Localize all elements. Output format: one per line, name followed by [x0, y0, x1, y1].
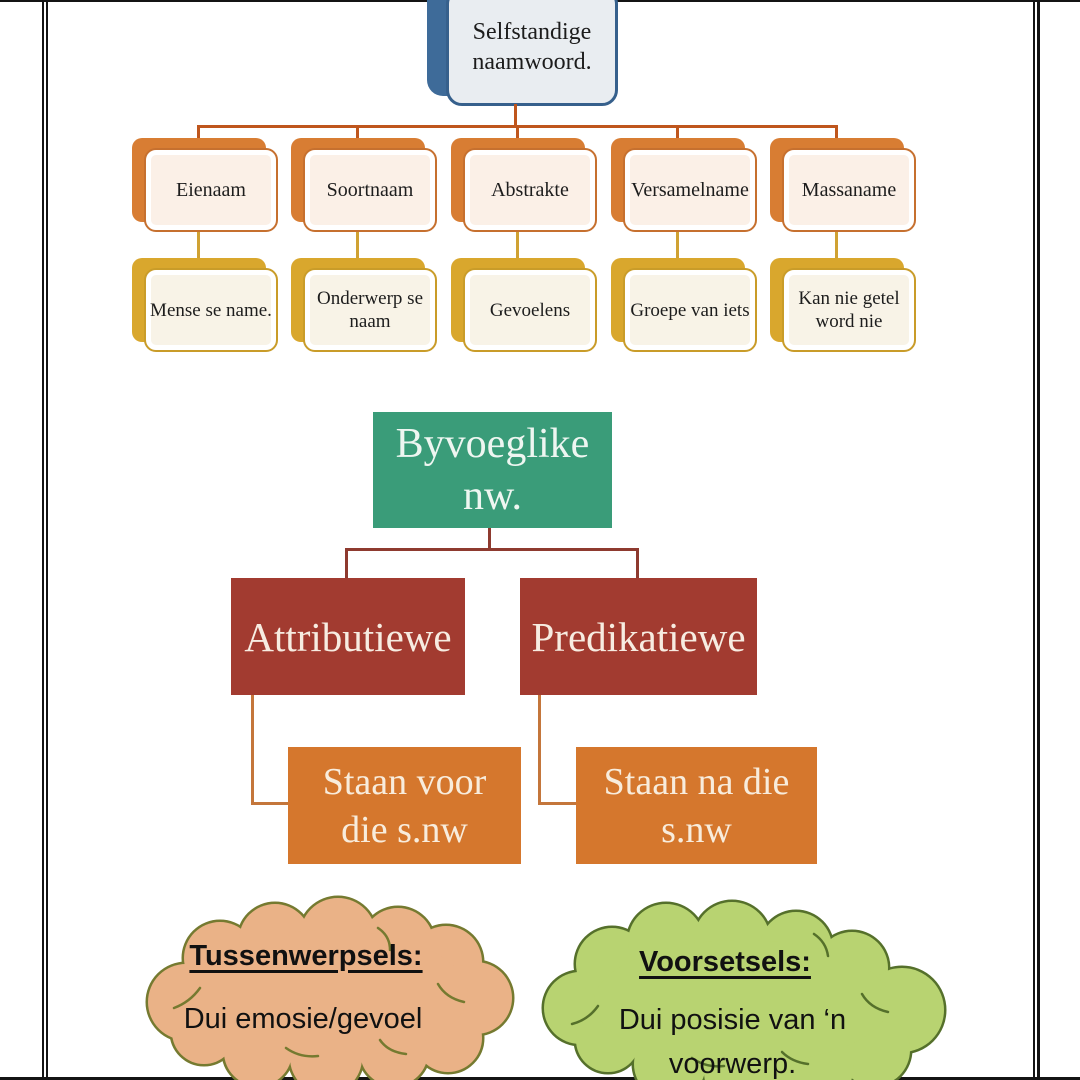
- category-card: Abstrakte: [451, 138, 599, 234]
- connector-adj-drop: [345, 550, 348, 578]
- connector-drop: [676, 127, 679, 140]
- description-card: Gevoelens: [451, 258, 599, 354]
- connector-drop: [516, 127, 519, 140]
- connector-adj-horizontal: [345, 548, 639, 551]
- cloud-left-creases: [172, 926, 466, 1058]
- connector-elbow-vertical: [538, 695, 541, 805]
- connector-gold-drop: [835, 232, 838, 258]
- detail-box-predikatiewe: Staan na die s.nw: [576, 747, 817, 864]
- card-label: Mense se name.: [144, 268, 278, 352]
- connector-elbow-horizontal: [251, 802, 290, 805]
- category-card: Massaname: [770, 138, 918, 234]
- page-border-right-inner: [1033, 0, 1035, 1080]
- category-card: Soortnaam: [291, 138, 439, 234]
- noun-root-label: Selfstandige naamwoord.: [472, 19, 592, 75]
- connector-adj-drop: [488, 528, 491, 549]
- card-label: Groepe van iets: [623, 268, 757, 352]
- cloud-left-title: Tussenwerpsels:: [189, 940, 423, 972]
- branch-label: Predikatiewe: [531, 613, 746, 660]
- connector-drop: [835, 127, 838, 140]
- connector-drop: [356, 127, 359, 140]
- detail-label: Staan voor die s.nw: [322, 760, 487, 851]
- category-card: Eienaam: [132, 138, 280, 234]
- page-border-bottom: [0, 1077, 1080, 1080]
- connector-root-drop: [514, 104, 517, 126]
- connector-gold-drop: [516, 232, 519, 258]
- card-label: Massaname: [782, 148, 916, 232]
- adjective-root-label: Byvoeglike nw.: [395, 421, 590, 519]
- connector-elbow-horizontal: [538, 802, 579, 805]
- card-label: Versamelname: [623, 148, 757, 232]
- cloud-shapes: [145, 895, 947, 1080]
- cloud-left-fill: [148, 898, 512, 1080]
- cloud-right-title: Voorsetsels:: [639, 946, 811, 978]
- card-label: Eienaam: [144, 148, 278, 232]
- detail-box-attributiewe: Staan voor die s.nw: [288, 747, 521, 864]
- card-label: Onderwerp se naam: [303, 268, 437, 352]
- branch-box-predikatiewe: Predikatiewe: [520, 578, 757, 695]
- card-label: Abstrakte: [463, 148, 597, 232]
- cloud-right-body: Dui posisie van ‘n voorwerp.: [618, 1004, 847, 1080]
- card-label: Soortnaam: [303, 148, 437, 232]
- connector-elbow-vertical: [251, 695, 254, 805]
- connector-gold-drop: [356, 232, 359, 258]
- connector-adj-drop: [636, 550, 639, 578]
- connector-horizontal: [197, 125, 838, 128]
- noun-root-card: Selfstandige naamwoord.: [446, 0, 618, 106]
- page-border-left-inner: [46, 0, 48, 1080]
- page-border-left-outer: [42, 0, 44, 1080]
- branch-label: Attributiewe: [244, 613, 452, 660]
- branch-box-attributiewe: Attributiewe: [231, 578, 465, 695]
- connector-drop: [197, 127, 200, 140]
- cloud-right-fill: [544, 902, 944, 1080]
- description-card: Kan nie getel word nie: [770, 258, 918, 354]
- page-border-right-outer: [1037, 0, 1040, 1080]
- description-card: Mense se name.: [132, 258, 280, 354]
- connector-gold-drop: [197, 232, 200, 258]
- adjective-root-box: Byvoeglike nw.: [373, 412, 612, 528]
- detail-label: Staan na die s.nw: [603, 760, 790, 851]
- connector-gold-drop: [676, 232, 679, 258]
- card-label: Kan nie getel word nie: [782, 268, 916, 352]
- card-label: Gevoelens: [463, 268, 597, 352]
- cloud-right-creases: [570, 932, 890, 1068]
- category-card: Versamelname: [611, 138, 759, 234]
- description-card: Onderwerp se naam: [291, 258, 439, 354]
- description-card: Groepe van iets: [611, 258, 759, 354]
- cloud-left-body: Dui emosie/gevoel: [183, 1003, 423, 1035]
